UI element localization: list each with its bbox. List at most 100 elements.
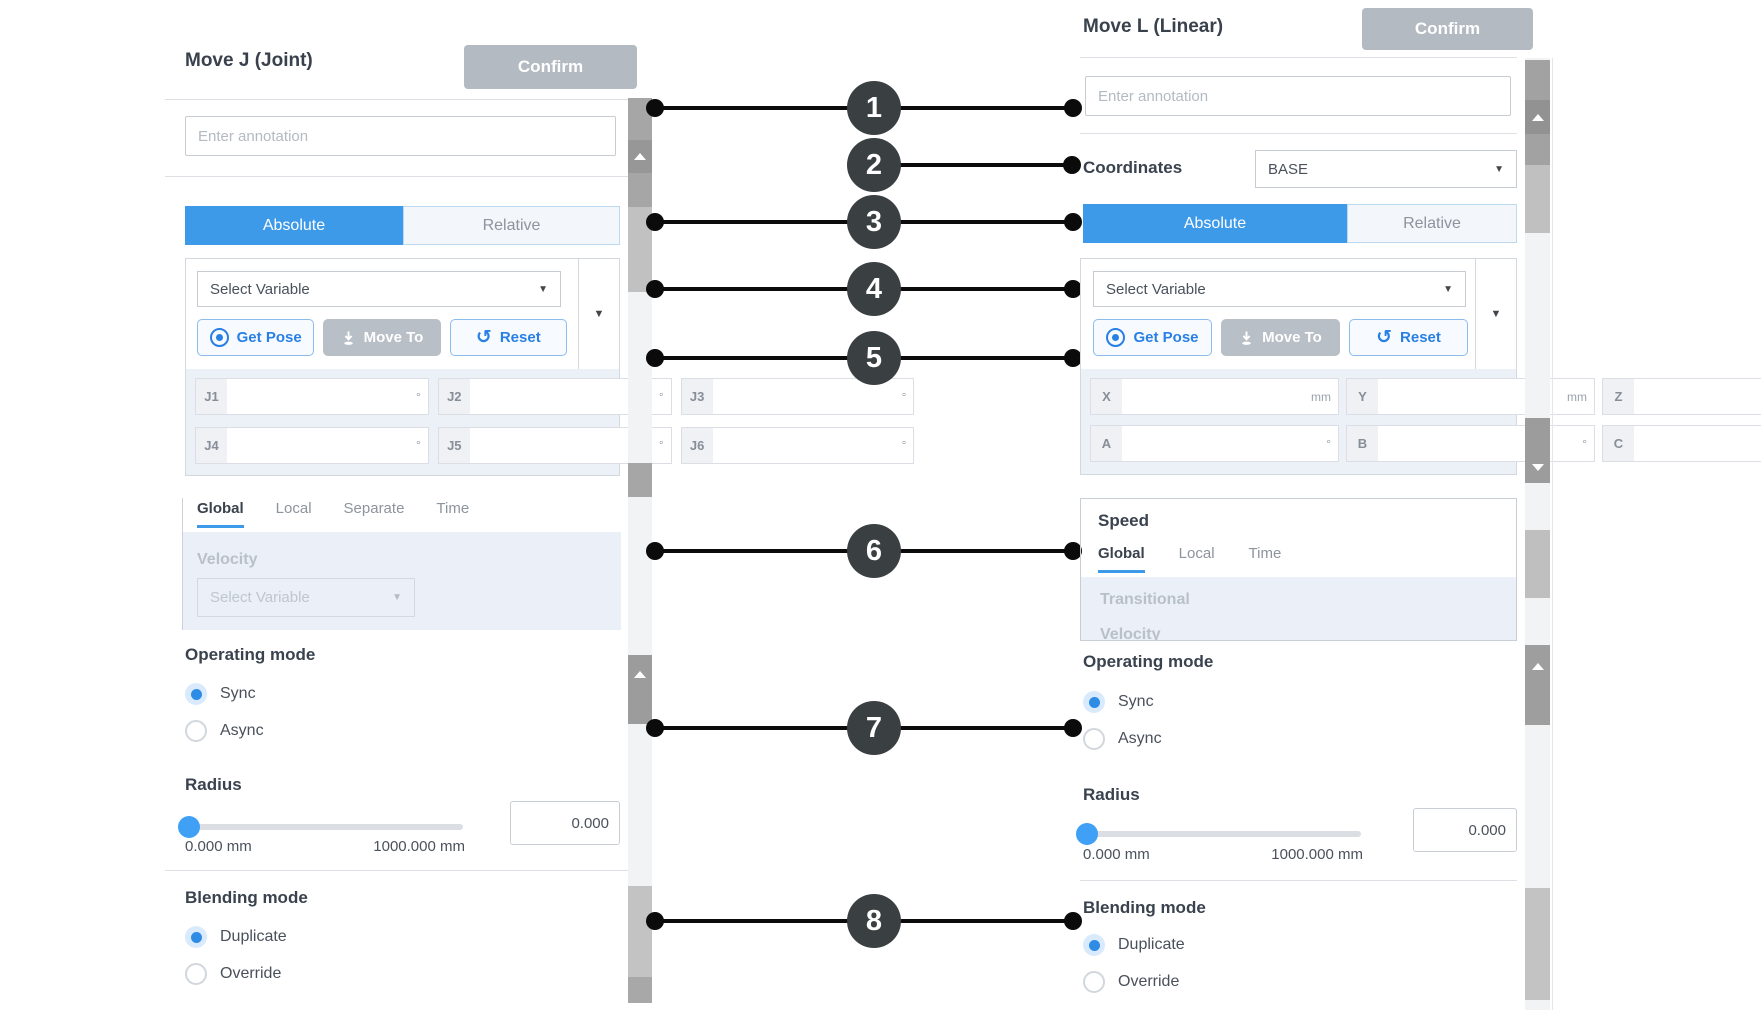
mode-tabs: Absolute Relative [185,206,620,245]
tab-relative[interactable]: Relative [403,206,620,245]
radio-sync[interactable]: Sync [1083,690,1154,714]
tab-separate[interactable]: Separate [343,500,405,517]
radio-sync[interactable]: Sync [185,682,256,706]
callout-dot [646,912,664,930]
select-value: Select Variable [1106,280,1206,298]
z-input[interactable] [1634,388,1761,405]
radio-unselected-icon [1083,728,1105,750]
tab-global[interactable]: Global [197,500,244,528]
tab-local[interactable]: Local [1178,545,1215,562]
radius-slider-thumb[interactable] [178,816,200,838]
scroll-up-button[interactable] [628,140,652,173]
radius-value-input[interactable]: 0.000 [510,801,620,845]
scrollbar-thumb[interactable] [628,463,652,497]
scrollbar-thumb[interactable] [1525,418,1550,483]
chevron-down-icon: ▼ [1494,163,1504,175]
pose-expander[interactable]: ▼ [578,259,619,369]
tab-absolute[interactable]: Absolute [1083,204,1347,243]
operating-mode-heading: Operating mode [1083,652,1214,671]
radio-override[interactable]: Override [185,962,281,986]
reset-icon: ↺ [1376,326,1393,348]
tab-time[interactable]: Time [1248,545,1282,562]
reset-button[interactable]: ↺ Reset [449,319,567,356]
scrollbar-thumb[interactable] [1525,645,1550,725]
callout-2: 2 [847,138,901,192]
radio-async[interactable]: Async [185,719,264,743]
get-pose-button[interactable]: Get Pose [1093,319,1212,356]
tab-relative[interactable]: Relative [1347,204,1517,243]
button-label: Get Pose [1133,329,1199,346]
divider [1552,58,1553,1010]
callout-3: 3 [847,195,901,249]
pose-buttons: Get Pose Move To ↺ Reset [1093,319,1468,356]
tab-absolute[interactable]: Absolute [185,206,403,245]
j6-input[interactable] [712,437,902,453]
divider [165,870,637,871]
a-input[interactable] [1122,435,1327,452]
scrollbar-thumb[interactable] [628,977,652,1003]
scroll-up-icon [1531,662,1544,670]
j4-input[interactable] [227,437,416,453]
radio-async[interactable]: Async [1083,727,1162,751]
right-scrollbar-track[interactable] [1525,58,1550,1010]
scrollbar-thumb[interactable] [1525,888,1550,1000]
radio-duplicate[interactable]: Duplicate [185,925,287,949]
callout-dot [646,542,664,560]
j1-input[interactable] [227,388,416,405]
c-input[interactable] [1634,435,1761,452]
tab-global[interactable]: Global [1098,545,1145,573]
radius-slider-thumb[interactable] [1076,823,1098,845]
pose-field-c: C° [1602,425,1761,462]
j5-input[interactable] [469,437,659,453]
page-title: Move J (Joint) [185,50,313,71]
radius-value-input[interactable]: 0.000 [1413,808,1517,852]
scrollbar-thumb[interactable] [1525,165,1550,233]
confirm-button[interactable]: Confirm [464,45,637,89]
pose-expander[interactable]: ▼ [1475,259,1516,369]
move-to-button[interactable]: Move To [323,319,441,356]
chevron-down-icon: ▼ [538,283,548,295]
callout-4: 4 [847,262,901,316]
scroll-up-button[interactable] [1525,100,1550,134]
move-to-button[interactable]: Move To [1221,319,1340,356]
scroll-up-icon [634,670,646,678]
scrollbar-thumb[interactable] [628,886,652,977]
callout-dot [646,280,664,298]
scroll-up-button[interactable] [628,660,652,688]
get-pose-button[interactable]: Get Pose [197,319,315,356]
scroll-down-button[interactable] [1525,453,1550,481]
j2-input[interactable] [469,388,659,405]
confirm-button[interactable]: Confirm [1362,8,1533,50]
target-icon [1106,328,1126,347]
reset-button[interactable]: ↺ Reset [1349,319,1468,356]
callout-6: 6 [847,524,901,578]
scrollbar-thumb[interactable] [1525,530,1550,598]
tab-local[interactable]: Local [275,500,312,517]
pose-buttons: Get Pose Move To ↺ Reset [197,319,567,356]
radio-duplicate[interactable]: Duplicate [1083,933,1185,957]
scroll-up-button[interactable] [1525,652,1550,680]
coordinates-select[interactable]: BASE ▼ [1255,150,1517,188]
variable-select[interactable]: Select Variable ▼ [1093,271,1466,307]
callout-dot [1064,99,1082,117]
annotation-input[interactable] [1085,76,1511,116]
velocity-select[interactable]: Select Variable ▼ [197,578,415,617]
tab-time[interactable]: Time [436,500,470,517]
radio-override[interactable]: Override [1083,970,1179,994]
left-scrollbar-track[interactable] [628,98,652,1003]
x-input[interactable] [1122,388,1311,405]
scrollbar-thumb[interactable] [628,655,652,724]
select-value: BASE [1268,160,1309,178]
radius-slider[interactable] [187,824,463,830]
radius-slider[interactable] [1085,831,1361,837]
speed-tabs: Global Local Separate Time [197,500,469,528]
annotation-input[interactable] [185,116,616,156]
y-input[interactable] [1378,388,1567,405]
radio-label: Duplicate [1118,936,1185,953]
variable-select[interactable]: Select Variable ▼ [197,271,561,307]
divider [165,176,637,177]
j3-input[interactable] [712,388,902,405]
field-unit: ° [901,389,907,404]
page-title: Move L (Linear) [1083,16,1224,37]
radio-label: Sync [1118,693,1154,710]
